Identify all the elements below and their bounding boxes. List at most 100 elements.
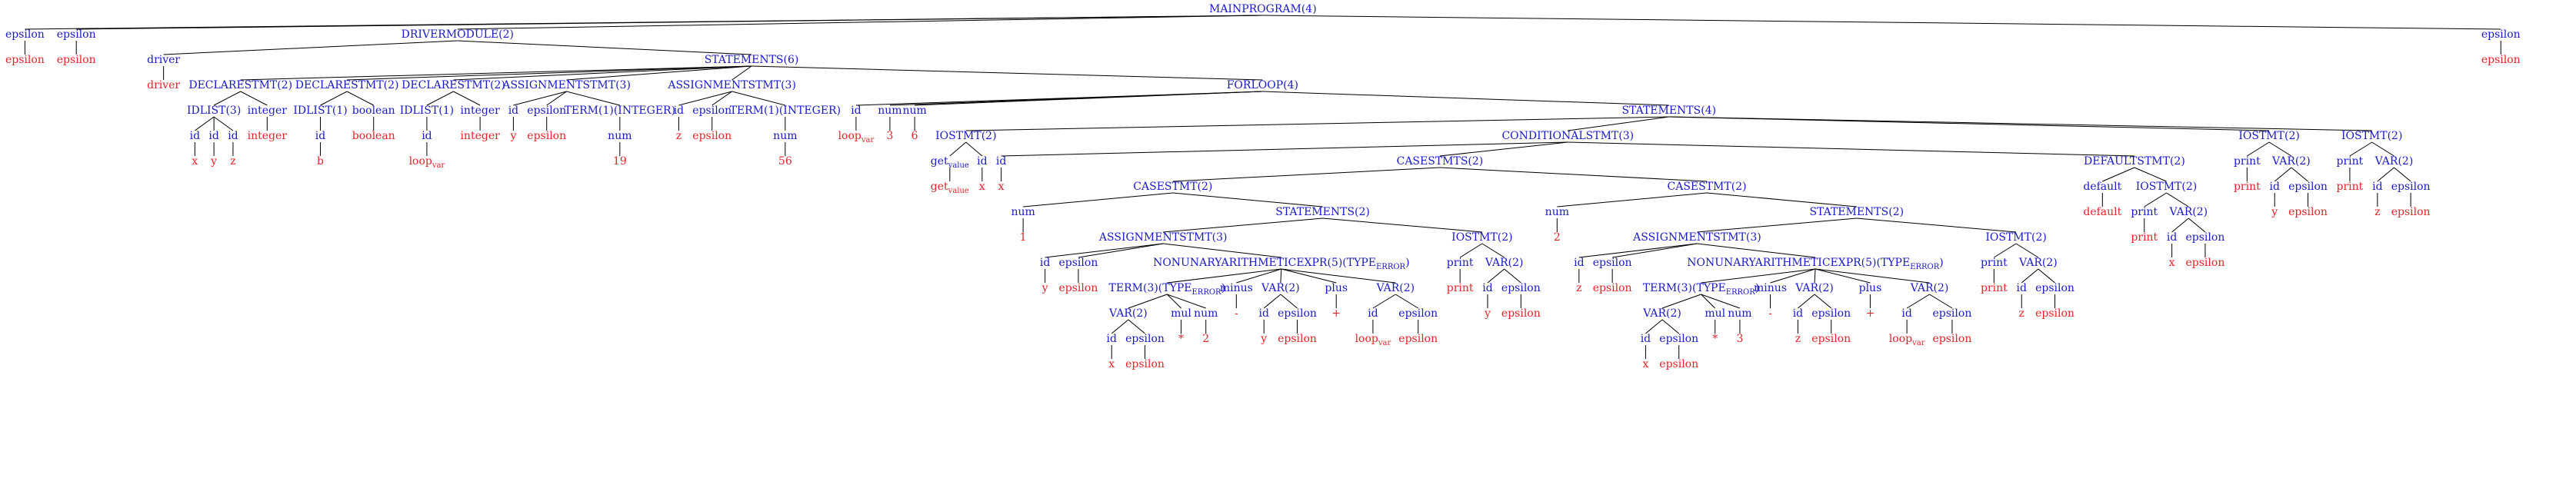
leaf-3-125: 3	[1736, 333, 1743, 345]
node-num-37: num	[608, 130, 632, 142]
node-statements-4-54: STATEMENTS(4)	[1621, 105, 1716, 117]
tree-edge	[2166, 192, 2189, 208]
tree-edge	[1262, 15, 2501, 30]
leaf-boolean-24: boolean	[352, 130, 395, 142]
tree-edge	[1697, 243, 1816, 258]
node-declarestmt-2-19: DECLARESTMT(2)	[295, 79, 399, 91]
leaf-print-142: print	[1981, 282, 2008, 294]
tree-edge	[1167, 294, 1206, 309]
leaf-epsilon-43: epsilon	[692, 130, 731, 142]
tree-edge	[678, 91, 732, 106]
tree-edge	[1078, 243, 1164, 258]
node-defaultstmt-2-148: DEFAULTSTMT(2)	[2084, 155, 2185, 168]
tree-edge	[1128, 294, 1168, 309]
node-id-118: id	[1641, 333, 1651, 345]
leaf-loop-28: loopvar	[409, 155, 445, 170]
tree-edge	[195, 116, 215, 131]
node-id-76: id	[1107, 333, 1117, 345]
node-var-2-86: VAR(2)	[1261, 282, 1300, 294]
node-epsilon-165: epsilon	[2288, 181, 2328, 193]
node-num-124: num	[1728, 307, 1751, 320]
tree-edge	[2188, 217, 2206, 233]
node-epsilon-71: epsilon	[1059, 257, 1098, 269]
leaf-y-70: y	[1041, 282, 1048, 294]
node-idlist-1-26: IDLIST(1)	[400, 105, 454, 117]
tree-edge	[1001, 141, 1568, 157]
node-statements-2-67: STATEMENTS(2)	[1275, 206, 1370, 218]
leaf-print-100: print	[1447, 282, 1474, 294]
node-conditionalstmt-3-60: CONDITIONALSTMT(3)	[1501, 130, 1634, 142]
leaf-epsilon-158: epsilon	[2186, 257, 2225, 269]
tree-edge	[1856, 217, 2017, 233]
tree-edge	[1814, 294, 1832, 309]
tree-edge	[1815, 268, 1930, 284]
node-mainprogram-4-0: MAINPROGRAM(4)	[1209, 3, 1317, 15]
node-var-2-75: VAR(2)	[1108, 307, 1148, 320]
tree-edge	[1322, 217, 1482, 233]
tree-edge	[2394, 167, 2411, 182]
node-term-3-type-74: TERM(3)(TYPEERROR)	[1109, 282, 1226, 297]
node-id-111: id	[1574, 257, 1584, 269]
tree-edge	[566, 65, 752, 81]
node-print-152: print	[2131, 206, 2158, 218]
tree-edge	[2021, 268, 2039, 284]
tree-edge	[1568, 141, 2134, 157]
node-driver-6: driver	[147, 54, 180, 66]
tree-edge	[2274, 167, 2292, 182]
node-epsilon-42: epsilon	[692, 105, 731, 117]
tree-edge	[1172, 192, 1323, 208]
tree-edge	[711, 91, 732, 106]
tree-edge	[915, 91, 1263, 106]
tree-edge	[1770, 268, 1816, 284]
leaf-print-161: print	[2234, 181, 2261, 193]
node-epsilon-131: epsilon	[1811, 307, 1851, 320]
tree-edge	[566, 91, 620, 106]
tree-edge	[1280, 294, 1298, 309]
node-epsilon-34: epsilon	[527, 105, 566, 117]
node-id-144: id	[2017, 282, 2027, 294]
tree-edge	[546, 91, 567, 106]
tree-edge	[320, 91, 348, 106]
leaf-epsilon-97: epsilon	[1398, 333, 1438, 345]
leaf-epsilon-176: epsilon	[2481, 54, 2521, 66]
tree-edge	[1707, 192, 1857, 208]
tree-edge	[1166, 294, 1181, 309]
node-plus-91: plus	[1325, 282, 1348, 294]
node-declarestmt-2-25: DECLARESTMT(2)	[402, 79, 505, 91]
tree-edge	[1481, 243, 1505, 258]
node-iostmt-2-55: IOSTMT(2)	[935, 130, 996, 142]
node-epsilon-113: epsilon	[1593, 257, 1632, 269]
node-iostmt-2-98: IOSTMT(2)	[1451, 231, 1512, 244]
node-epsilon-3: epsilon	[57, 28, 96, 41]
node-id-69: id	[1040, 257, 1050, 269]
leaf-z-130: z	[1795, 333, 1801, 345]
node-print-168: print	[2337, 155, 2364, 168]
node-assignmentstmt-3-39: ASSIGNMENTSTMT(3)	[667, 79, 796, 91]
node-assignmentstmt-3-31: ASSIGNMENTSTMT(3)	[502, 79, 631, 91]
tree-edge	[1661, 294, 1701, 309]
leaf-driver-7: driver	[147, 79, 180, 91]
node-iostmt-2-159: IOSTMT(2)	[2238, 130, 2299, 142]
node-term-3-type-116: TERM(3)(TYPEERROR)	[1643, 282, 1760, 297]
tree-edge	[453, 91, 481, 106]
tree-edge	[457, 40, 752, 55]
leaf-y-103: y	[1484, 307, 1491, 320]
node-term-1-integer-44: TERM(1)(INTEGER)	[730, 105, 841, 117]
leaf-symbol-123: *	[1712, 333, 1718, 345]
tree-edge	[2015, 243, 2039, 258]
leaf-b-22: b	[317, 155, 324, 168]
node-forloop-4-47: FORLOOP(4)	[1227, 79, 1298, 91]
leaf-epsilon-166: epsilon	[2288, 206, 2328, 218]
leaf-2-108: 2	[1554, 231, 1561, 244]
node-epsilon-78: epsilon	[1125, 333, 1165, 345]
node-id-61: id	[996, 155, 1006, 168]
tree-edge	[513, 91, 567, 106]
tree-edge	[240, 65, 752, 81]
node-id-11: id	[190, 130, 200, 142]
leaf-loop-137: loopvar	[1889, 333, 1925, 347]
node-var-2-170: VAR(2)	[2374, 155, 2414, 168]
node-id-94: id	[1368, 307, 1378, 320]
node-minus-84: minus	[1220, 282, 1253, 294]
node-id-102: id	[1482, 282, 1492, 294]
leaf-6-53: 6	[911, 130, 918, 142]
